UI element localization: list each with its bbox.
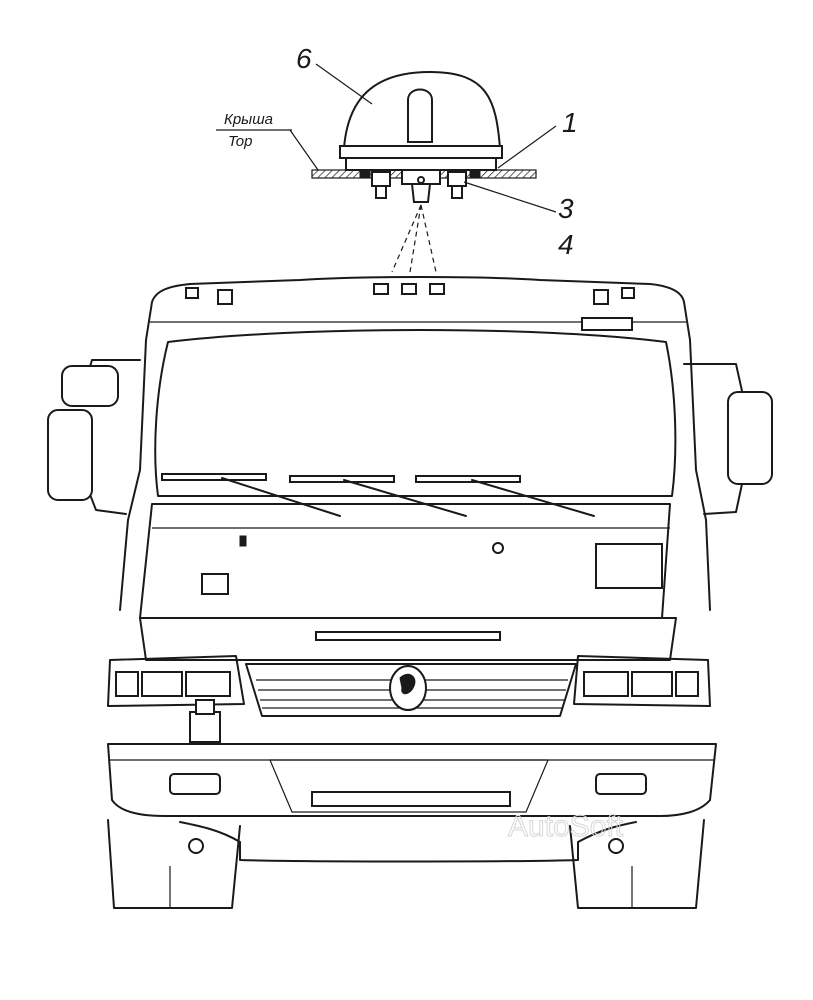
cab-roof [145,276,691,341]
beacon-lamp [407,88,433,143]
panel-plate-right [595,543,663,589]
beacon-base-lower [345,157,497,171]
cab-badge [581,317,633,331]
beacon-detail [216,63,557,273]
roof-label-ru: Крыша [224,111,273,128]
panel-plate-left [201,573,229,595]
callout-1: 1 [562,107,578,138]
callout-6: 6 [296,43,312,74]
truck-front-view [47,276,773,909]
front-panel [139,503,671,619]
watermark: AutoSoft [508,810,624,843]
roof-marker-lights [185,283,635,305]
wheels [107,819,705,909]
callout-3: 3 [558,193,574,224]
headlight-left [107,655,245,707]
fog-light-left [169,773,221,795]
projection-lines [391,204,437,273]
beacon-base [339,145,503,159]
windshield [154,329,677,497]
hood-strip [315,631,501,641]
front-axle [179,821,637,863]
mounting-studs [359,169,481,199]
hood [139,617,677,661]
mirror-right [683,363,773,515]
center-connector [401,169,441,203]
brand-logo [389,665,427,711]
windshield-wipers [161,473,595,517]
callout-4: 4 [558,229,574,260]
fog-light-right [595,773,647,795]
front-bumper [107,743,717,817]
headlight-right [573,655,711,707]
mirror-left [47,359,141,515]
roof-label-en: Top [228,133,252,150]
